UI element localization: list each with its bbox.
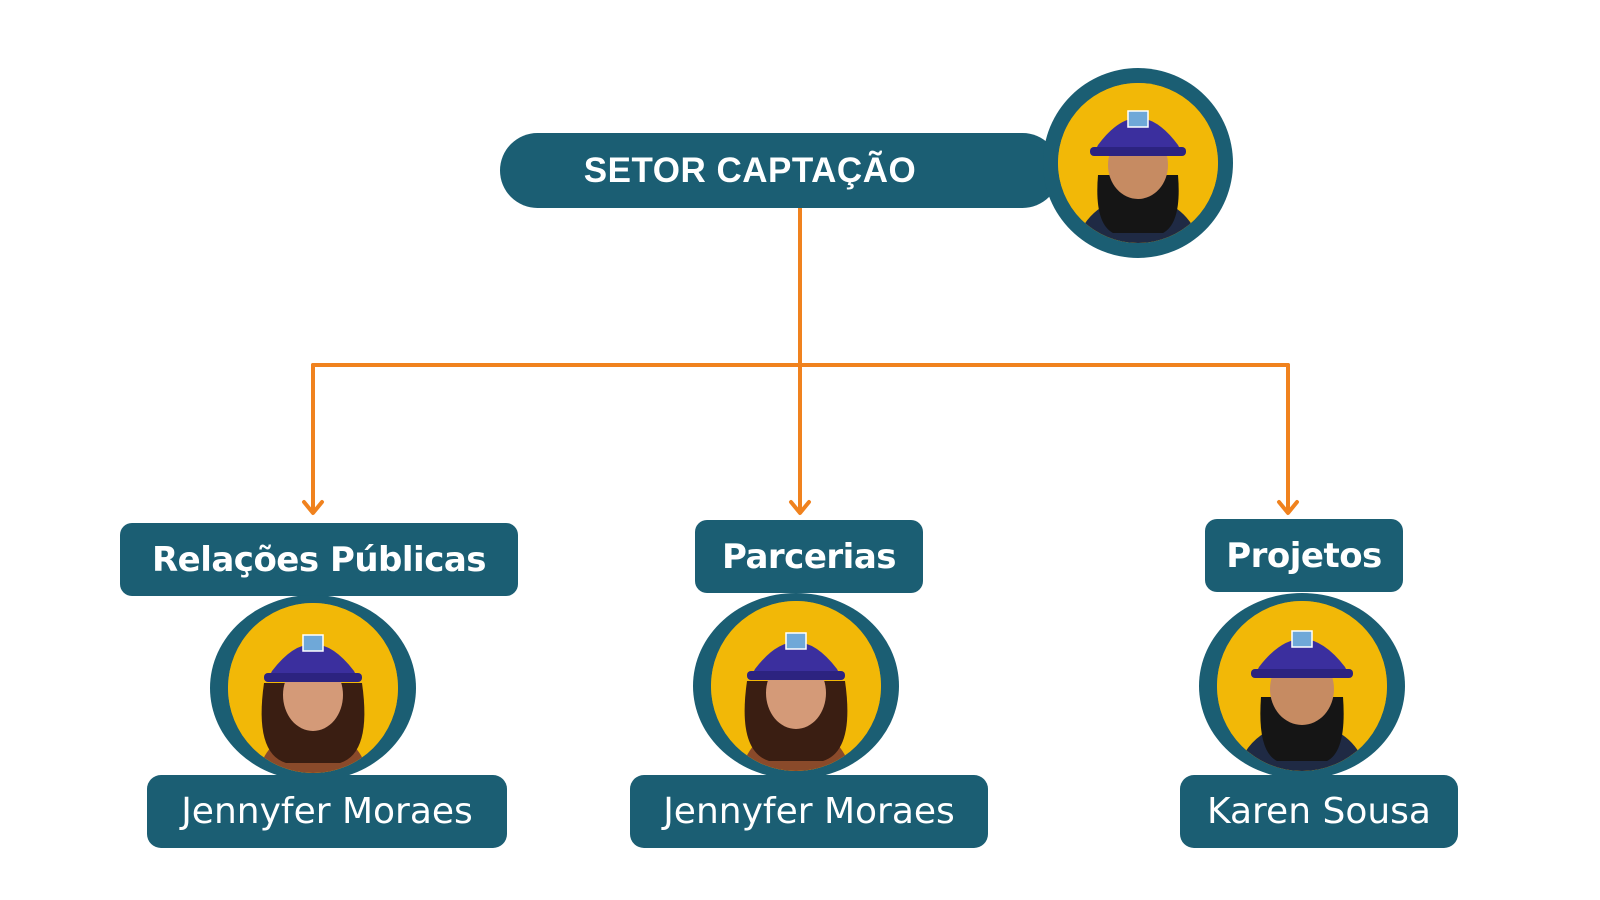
dept-avatar-ring-2: [693, 593, 899, 779]
dept-avatar-3: [1217, 601, 1387, 771]
dept-person-2: Jennyfer Moraes: [630, 775, 988, 848]
dept-label-projetos: Projetos: [1205, 519, 1403, 592]
arrowhead-center: [789, 500, 811, 515]
person-photo-icon: [1217, 601, 1387, 771]
dept-person-3: Karen Sousa: [1180, 775, 1458, 848]
dept-label-relacoes-publicas: Relações Públicas: [120, 523, 518, 596]
person-photo-icon: [228, 603, 398, 773]
root-avatar: [1058, 83, 1218, 243]
dept-avatar-1: [228, 603, 398, 773]
dept-avatar-2: [711, 601, 881, 771]
root-avatar-ring: [1043, 68, 1233, 258]
dept-avatar-ring-1: [210, 595, 416, 781]
person-photo-icon: [711, 601, 881, 771]
dept-person-1: Jennyfer Moraes: [147, 775, 507, 848]
dept-label-parcerias: Parcerias: [695, 520, 923, 593]
person-photo-icon: [1058, 83, 1218, 243]
root-node-label: SETOR CAPTAÇÃO: [500, 133, 1060, 208]
arrowhead-left: [302, 500, 324, 515]
arrowhead-right: [1277, 500, 1299, 515]
dept-avatar-ring-3: [1199, 593, 1405, 779]
